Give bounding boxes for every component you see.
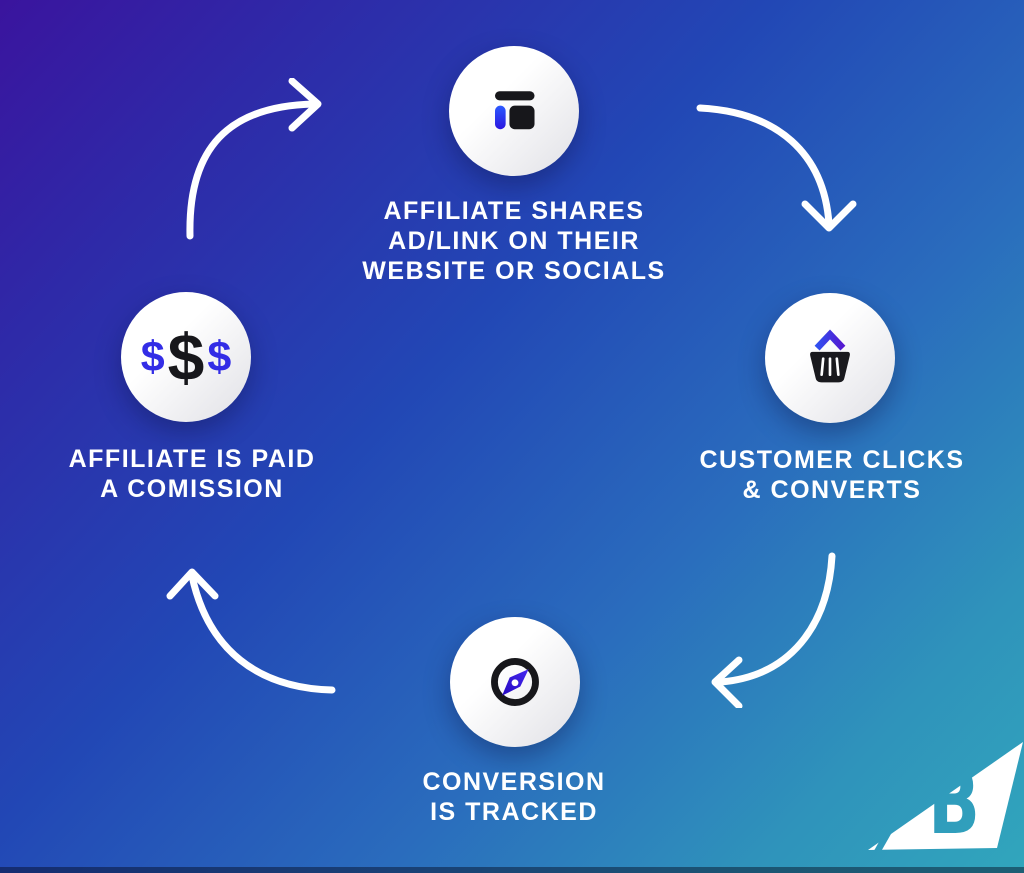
step-circle-conversion-tracked <box>450 617 580 747</box>
dollar-signs-icon: $ $ $ <box>141 319 232 395</box>
label-line: IS TRACKED <box>430 798 598 826</box>
label-line: CUSTOMER CLICKS <box>699 446 965 474</box>
arrow-bottom-right <box>711 552 836 708</box>
label-affiliate-shares: AFFILIATE SHARES AD/LINK ON THEIR WEBSIT… <box>294 196 734 286</box>
bottom-edge-strip <box>0 867 1024 873</box>
label-line: CONVERSION <box>422 768 606 796</box>
label-line: A COMISSION <box>100 475 284 503</box>
bigcommerce-logo: B <box>864 740 1024 873</box>
label-conversion-tracked: CONVERSION IS TRACKED <box>364 767 664 827</box>
arrow-top-right <box>696 104 857 232</box>
arrow-bottom-left <box>166 568 336 694</box>
shopping-basket-icon <box>810 329 850 383</box>
label-line: AFFILIATE IS PAID <box>68 445 316 473</box>
label-line: AFFILIATE SHARES <box>383 197 645 225</box>
label-line: & CONVERTS <box>742 476 922 504</box>
label-customer-clicks: CUSTOMER CLICKS & CONVERTS <box>662 445 1002 505</box>
label-affiliate-paid: AFFILIATE IS PAID A COMISSION <box>22 444 362 504</box>
step-circle-customer-clicks <box>765 293 895 423</box>
compass-icon <box>491 658 539 706</box>
website-layout-icon <box>495 91 535 130</box>
step-circle-affiliate-paid: $ $ $ <box>121 292 251 422</box>
arrow-top-left <box>186 78 322 240</box>
step-circle-affiliate-shares <box>449 46 579 176</box>
label-line: AD/LINK ON THEIR <box>388 227 640 255</box>
dollar-sign: $ <box>167 320 205 394</box>
label-line: WEBSITE OR SOCIALS <box>362 257 666 285</box>
dollar-sign: $ <box>140 332 165 381</box>
dollar-sign: $ <box>207 332 232 381</box>
